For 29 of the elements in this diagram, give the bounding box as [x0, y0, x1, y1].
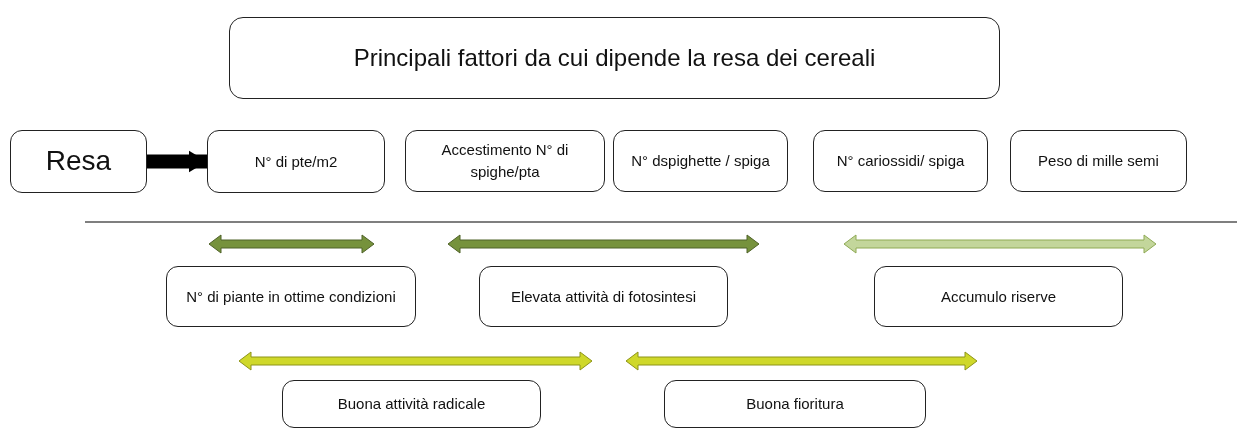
factor-box — [813, 130, 988, 192]
box-label: Accestimento N° di spighe/pta — [440, 140, 570, 182]
box-label: N° di pte/m2 — [254, 151, 338, 172]
factor-box — [1010, 130, 1187, 192]
title-box: Principali fattori da cui dipende la resa dei cereali — [229, 17, 1000, 99]
factor-box — [282, 380, 541, 428]
box-label: N° cariossidi/ spiga — [836, 151, 965, 172]
box-label: N° di piante in ottime condizioni — [186, 286, 396, 307]
factor-box — [207, 130, 385, 193]
box-label: Buona fioritura — [746, 394, 844, 415]
factor-box — [166, 266, 416, 327]
factor-box — [10, 130, 147, 193]
factor-box — [664, 380, 926, 428]
factor-box — [479, 266, 728, 327]
range-indicator — [843, 234, 1157, 254]
box-label: Accumulo riserve — [940, 286, 1056, 307]
box-label: Buona attività radicale — [337, 394, 486, 415]
range-indicator — [238, 351, 593, 371]
factor-box — [613, 130, 788, 192]
range-indicator — [625, 351, 978, 371]
range-indicator — [447, 234, 760, 254]
range-indicator — [208, 234, 375, 254]
factor-box — [874, 266, 1123, 327]
box-label: Elevata attività di fotosintesi — [510, 286, 697, 307]
box-label: N° dspighette / spiga — [631, 151, 770, 172]
block-arrow — [147, 150, 207, 173]
box-label: Resa — [45, 144, 112, 179]
factor-box — [405, 130, 605, 192]
box-label: Peso di mille semi — [1038, 151, 1159, 172]
